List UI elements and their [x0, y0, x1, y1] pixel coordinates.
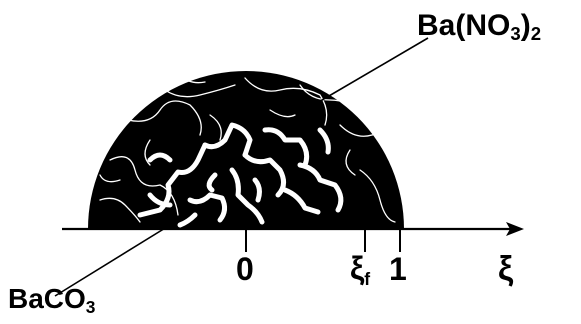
- tick-zero-label: 0: [236, 253, 254, 285]
- product-label-sub: 3: [510, 23, 520, 44]
- tick-front-symbol: ξ: [350, 250, 364, 286]
- axis-symbol-label: ξ: [498, 252, 513, 286]
- reactant-label-main: BaCO: [8, 283, 86, 314]
- tick-front-label: ξf: [350, 252, 370, 289]
- reactant-label: BaCO3: [8, 285, 95, 316]
- tick-front-sub: f: [364, 269, 370, 289]
- tick-one-label: 1: [389, 253, 407, 285]
- reactant-label-sub: 3: [86, 297, 96, 317]
- product-label-main: Ba(NO: [417, 9, 510, 42]
- product-label: Ba(NO3)2: [417, 11, 541, 44]
- product-label-sub2: 2: [531, 23, 541, 44]
- product-leader-line: [305, 38, 428, 110]
- product-label-close: ): [521, 9, 531, 42]
